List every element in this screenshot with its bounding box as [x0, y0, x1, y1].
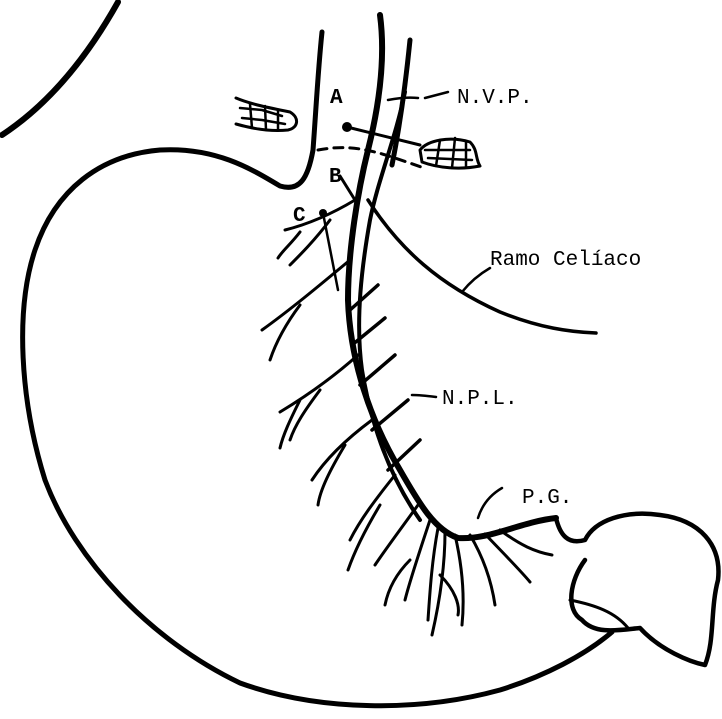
- branches-mid-left: [280, 355, 395, 570]
- label-nvp: N.V.P.: [457, 87, 533, 110]
- label-b: B: [329, 166, 342, 189]
- pylorus-duodenum: [556, 514, 718, 665]
- label-npl: N.P.L.: [442, 388, 518, 411]
- stomach-outline: [23, 32, 612, 706]
- pg-pointer: [478, 488, 502, 518]
- left-clip-sketch: [236, 98, 297, 131]
- label-pg: P.G.: [522, 487, 572, 510]
- label-a: A: [330, 87, 343, 110]
- branches-upper-left: [262, 200, 355, 360]
- duodenum-fold: [570, 600, 628, 628]
- npl-pointer: [412, 395, 436, 397]
- point-a-needle: [347, 127, 420, 145]
- label-c: C: [293, 205, 306, 228]
- ramo-celiaco-pointer: [462, 268, 490, 292]
- diaphragm-dashed-line: [318, 148, 424, 168]
- nvp-pointer: [425, 92, 448, 98]
- label-ramo-celiaco: Ramo Celíaco: [490, 249, 641, 272]
- right-clip-sketch: [420, 138, 480, 168]
- point-b-branch: [340, 176, 355, 200]
- liver-edge: [2, 2, 118, 135]
